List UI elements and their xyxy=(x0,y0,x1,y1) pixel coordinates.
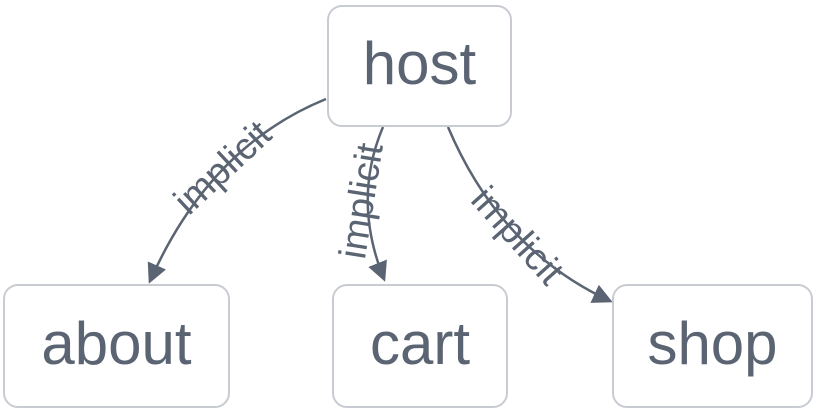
node-host: host xyxy=(327,5,512,127)
edge-host-about xyxy=(147,97,327,284)
node-shop-label: shop xyxy=(647,310,778,377)
node-about: about xyxy=(3,284,230,408)
node-cart: cart xyxy=(332,284,508,408)
node-host-label: host xyxy=(362,30,477,97)
node-cart-label: cart xyxy=(369,310,471,377)
node-shop: shop xyxy=(612,284,813,408)
node-about-label: about xyxy=(41,310,192,377)
edge-host-cart xyxy=(366,126,387,282)
edge-host-shop xyxy=(446,126,613,303)
